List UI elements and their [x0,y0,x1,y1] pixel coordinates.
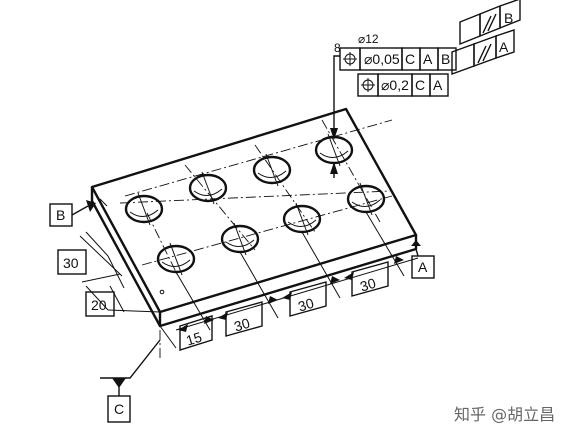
fcf1-datum-3: B [441,51,450,67]
watermark-text: 知乎 @胡立昌 [454,405,555,424]
dim-box [351,261,389,297]
parallelism-frame-a: A [451,29,515,75]
fcf-leader [330,55,340,178]
leader-arrowhead [330,128,338,140]
dim-bottom-30-c: 30 [358,275,378,295]
holes [124,133,386,276]
datum-triangle [86,200,96,212]
datum-a-symbol: A [411,240,435,279]
feature-control-frame-2: ⌀0,2 C A [357,73,449,97]
parallelism-icon [482,13,497,34]
plate [90,107,418,328]
hole [188,171,228,205]
position-symbol-icon [343,52,357,66]
hole [220,222,260,256]
fcf1-datum-1: C [405,51,415,67]
hole-count: 8 [334,41,341,55]
leader-arrowhead [330,162,338,174]
bottom-dimensions: 15 30 30 30 [159,211,419,351]
dim-bottom-30-a: 30 [232,315,252,335]
parallel-datum-ref-a: A [499,39,509,55]
dim-box [179,315,213,351]
datum-c-origin-dot [159,289,165,295]
datum-triangle [112,378,126,388]
chamfer-mark [99,198,108,207]
hole [282,202,322,236]
feature-control-frame-1: ⌀0,05 C A B [339,47,457,71]
fcf2-datum-1: C [415,77,425,93]
datum-a-label: A [418,259,428,275]
fcf2-datum-2: A [433,77,443,93]
dim-box [225,301,263,337]
hole [252,153,292,187]
datum-c-label: C [114,401,124,417]
parallel-datum-ref-b: B [504,10,513,26]
parallelism-icon [477,43,492,64]
position-symbol-icon [361,78,375,92]
fcf1-datum-2: A [423,51,433,67]
dim-bottom-15: 15 [184,329,204,349]
datum-triangle [411,240,421,246]
datum-c-symbol: C [100,339,161,423]
hole [346,182,386,216]
datum-b-label: B [56,207,65,223]
dim-bottom-30-b: 30 [296,295,316,315]
plate-front-face [90,187,418,328]
parallelism-frame-b: B [459,0,521,46]
hole-diameter: ⌀12 [358,32,379,46]
dim-box [289,281,327,317]
fcf2-tolerance: ⌀0,2 [381,77,409,93]
hole [124,192,164,226]
dim-left-upper: 30 [63,255,79,271]
fcf1-tolerance: ⌀0,05 [364,51,400,67]
datum-b-symbol: B [49,200,96,227]
left-dimensions: 30 20 [57,231,161,317]
dim-left-lower: 20 [91,297,107,313]
